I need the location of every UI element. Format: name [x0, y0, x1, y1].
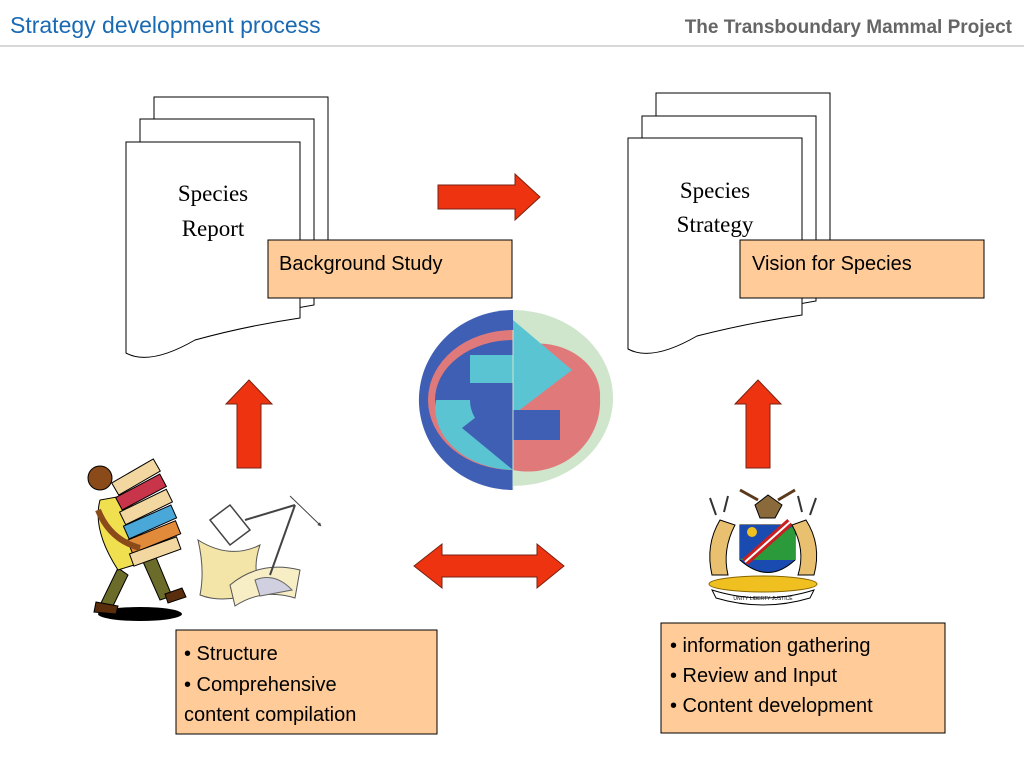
cycle-refresh-icon: [418, 310, 613, 490]
double-headed-arrow: [413, 542, 565, 590]
species-report-line1: Species: [178, 181, 248, 206]
right-up-arrow: [733, 379, 783, 469]
vision-for-species-label: Vision for Species: [752, 253, 912, 275]
species-report-document: Species Report: [125, 96, 329, 358]
person-carrying-books-clipart: [87, 458, 187, 621]
right-bullet-3: • Content development: [670, 695, 873, 717]
coat-of-arms-emblem: UNITY LIBERTY JUSTICE: [708, 488, 818, 606]
background-study-box: Background Study: [267, 239, 513, 299]
slide-title: Strategy development process: [10, 12, 321, 38]
coat-of-arms-motto: UNITY LIBERTY JUSTICE: [733, 596, 793, 602]
right-bullet-1: • information gathering: [670, 635, 870, 657]
species-strategy-line2: Strategy: [677, 212, 754, 237]
right-bullets-box: • information gathering • Review and Inp…: [660, 622, 946, 734]
right-arrow: [437, 172, 541, 222]
lamp-and-book-clipart: [197, 495, 322, 607]
project-name: The Transboundary Mammal Project: [685, 17, 1013, 38]
species-strategy-line1: Species: [680, 178, 750, 203]
left-bullet-1: • Structure: [184, 643, 278, 665]
left-bullet-3: content compilation: [184, 704, 356, 726]
vision-for-species-box: Vision for Species: [739, 239, 985, 299]
right-bullet-2: • Review and Input: [670, 665, 838, 687]
left-up-arrow: [224, 379, 274, 469]
species-report-line2: Report: [182, 216, 245, 241]
left-bullets-box: • Structure • Comprehensive content comp…: [175, 629, 438, 735]
left-bullet-2: • Comprehensive: [184, 674, 337, 696]
background-study-label: Background Study: [279, 253, 442, 275]
species-strategy-document: Species Strategy: [627, 92, 831, 354]
